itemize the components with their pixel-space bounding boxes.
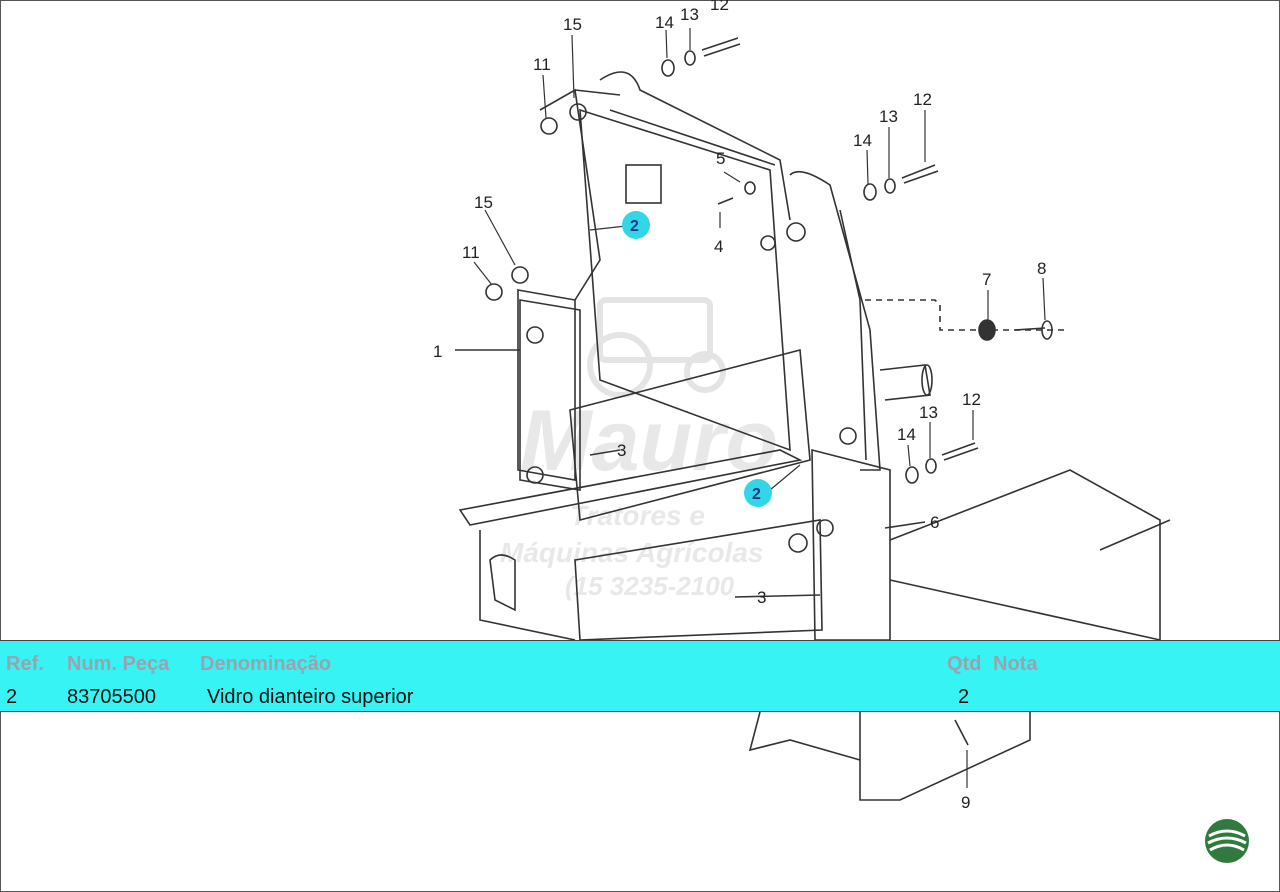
header-note: Nota (993, 653, 1038, 675)
callout-12: 12 (710, 0, 729, 14)
callout-4: 4 (714, 237, 723, 256)
watermark-tractor-icon (587, 297, 726, 398)
callout-5: 5 (716, 149, 725, 168)
header-description: Denominação (200, 653, 332, 675)
row-qty: 2 (958, 686, 970, 708)
parts-table: Ref. Num. Peça Denominação Qtd Nota 2 83… (0, 640, 1280, 712)
callout-leaders (473, 28, 1046, 788)
callout-15: 15 (563, 15, 582, 34)
callout-13: 13 (919, 403, 938, 422)
callout-3: 3 (617, 441, 626, 460)
callout-8: 8 (1037, 259, 1046, 278)
callout-7: 7 (982, 270, 991, 289)
watermark-phone: (15 3235-2100 (565, 571, 735, 601)
header-ref: Ref. (6, 653, 44, 675)
rollbar-frame-drawing (455, 37, 1171, 801)
header-part-number: Num. Peça (67, 653, 170, 675)
svg-text:2: 2 (752, 486, 761, 503)
row-part-number: 83705500 (67, 686, 156, 708)
watermark-line2: Máquinas Agrícolas (500, 537, 763, 568)
callout-12: 12 (962, 390, 981, 409)
row-description: Vidro dianteiro superior (207, 686, 414, 708)
header-qty: Qtd (947, 653, 982, 675)
row-ref: 2 (6, 686, 18, 708)
brand-logo-icon (1205, 819, 1249, 863)
callout-13: 13 (680, 5, 699, 24)
callout-14: 14 (853, 131, 872, 150)
callout-13: 13 (879, 107, 898, 126)
svg-text:2: 2 (630, 218, 639, 235)
callout-11: 11 (533, 55, 551, 74)
fastener-hardware (485, 50, 1053, 553)
callout-3: 3 (757, 588, 766, 607)
callout-6: 6 (930, 513, 939, 532)
watermark: Mauro Tratores e Máquinas Agrícolas (15 … (500, 297, 778, 601)
callout-14: 14 (655, 13, 674, 32)
highlight-badge-lower[interactable]: 2 (744, 479, 772, 507)
callout-11: 11 (462, 243, 480, 262)
callout-labels: 15 14 13 12 11 5 4 14 13 12 15 11 7 8 1 … (433, 0, 1046, 812)
callout-14: 14 (897, 425, 916, 444)
callout-15: 15 (474, 193, 493, 212)
highlight-badge-upper[interactable]: 2 (622, 211, 650, 239)
callout-12: 12 (913, 90, 932, 109)
callout-9: 9 (961, 793, 970, 812)
callout-1: 1 (433, 342, 442, 361)
